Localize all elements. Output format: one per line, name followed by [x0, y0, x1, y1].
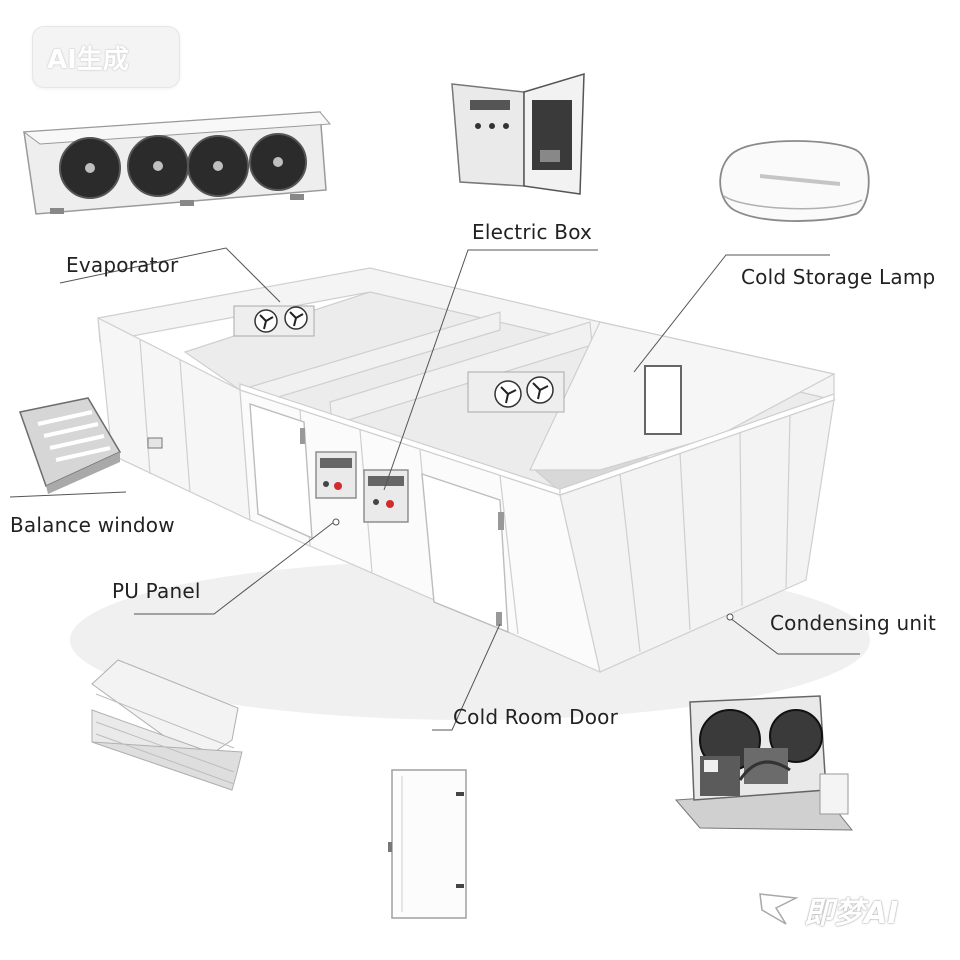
- label-electric-box: Electric Box: [472, 220, 593, 244]
- leader-condensing-unit: [729, 617, 860, 655]
- electric-box-image: [451, 72, 585, 195]
- ai-generated-watermark: AI生成: [32, 26, 180, 88]
- label-balance-window: Balance window: [10, 513, 175, 537]
- label-condensing-unit: Condensing unit: [770, 611, 937, 635]
- wall-balance-vent: [147, 437, 163, 449]
- leader-balance-window: [9, 491, 127, 498]
- room-evaporator-2: [467, 371, 565, 413]
- right-wall-top-edge: [559, 393, 835, 496]
- leader-dot-condensing: [726, 613, 734, 621]
- evaporator-image: [22, 111, 332, 215]
- condensing-unit-image: [674, 695, 854, 831]
- label-evaporator: Evaporator: [66, 253, 179, 277]
- leader-cold-storage-lamp: [633, 254, 830, 373]
- leader-pu-panel: [134, 521, 335, 615]
- wall-lamp: [644, 365, 682, 435]
- pu-panel-image: [91, 659, 243, 791]
- wall-electric-boxes: [315, 451, 409, 523]
- label-cold-storage-lamp: Cold Storage Lamp: [741, 265, 936, 289]
- leader-evaporator: [59, 247, 281, 303]
- balance-window-image: [19, 397, 122, 494]
- jimeng-ai-watermark-text: 即梦AI: [804, 896, 899, 931]
- cold-storage-lamp-image: [719, 140, 870, 222]
- label-cold-room-door: Cold Room Door: [453, 705, 619, 729]
- leader-dot-pu-panel: [332, 518, 340, 526]
- door-right: [421, 472, 509, 634]
- ai-generated-watermark-text: AI生成: [47, 45, 129, 75]
- cold-room-door-image: [388, 769, 467, 919]
- leader-electric-box: [383, 249, 598, 491]
- jimeng-logo-icon: [759, 893, 799, 925]
- label-pu-panel: PU Panel: [112, 579, 201, 603]
- cold-room: [97, 267, 837, 674]
- leader-lines: [9, 247, 860, 731]
- jimeng-ai-watermark: 即梦AI: [752, 878, 942, 934]
- cold-room-doors: [249, 403, 509, 634]
- door-left: [249, 403, 313, 540]
- room-evaporator-1: [233, 305, 315, 337]
- leader-cold-room-door: [432, 623, 501, 731]
